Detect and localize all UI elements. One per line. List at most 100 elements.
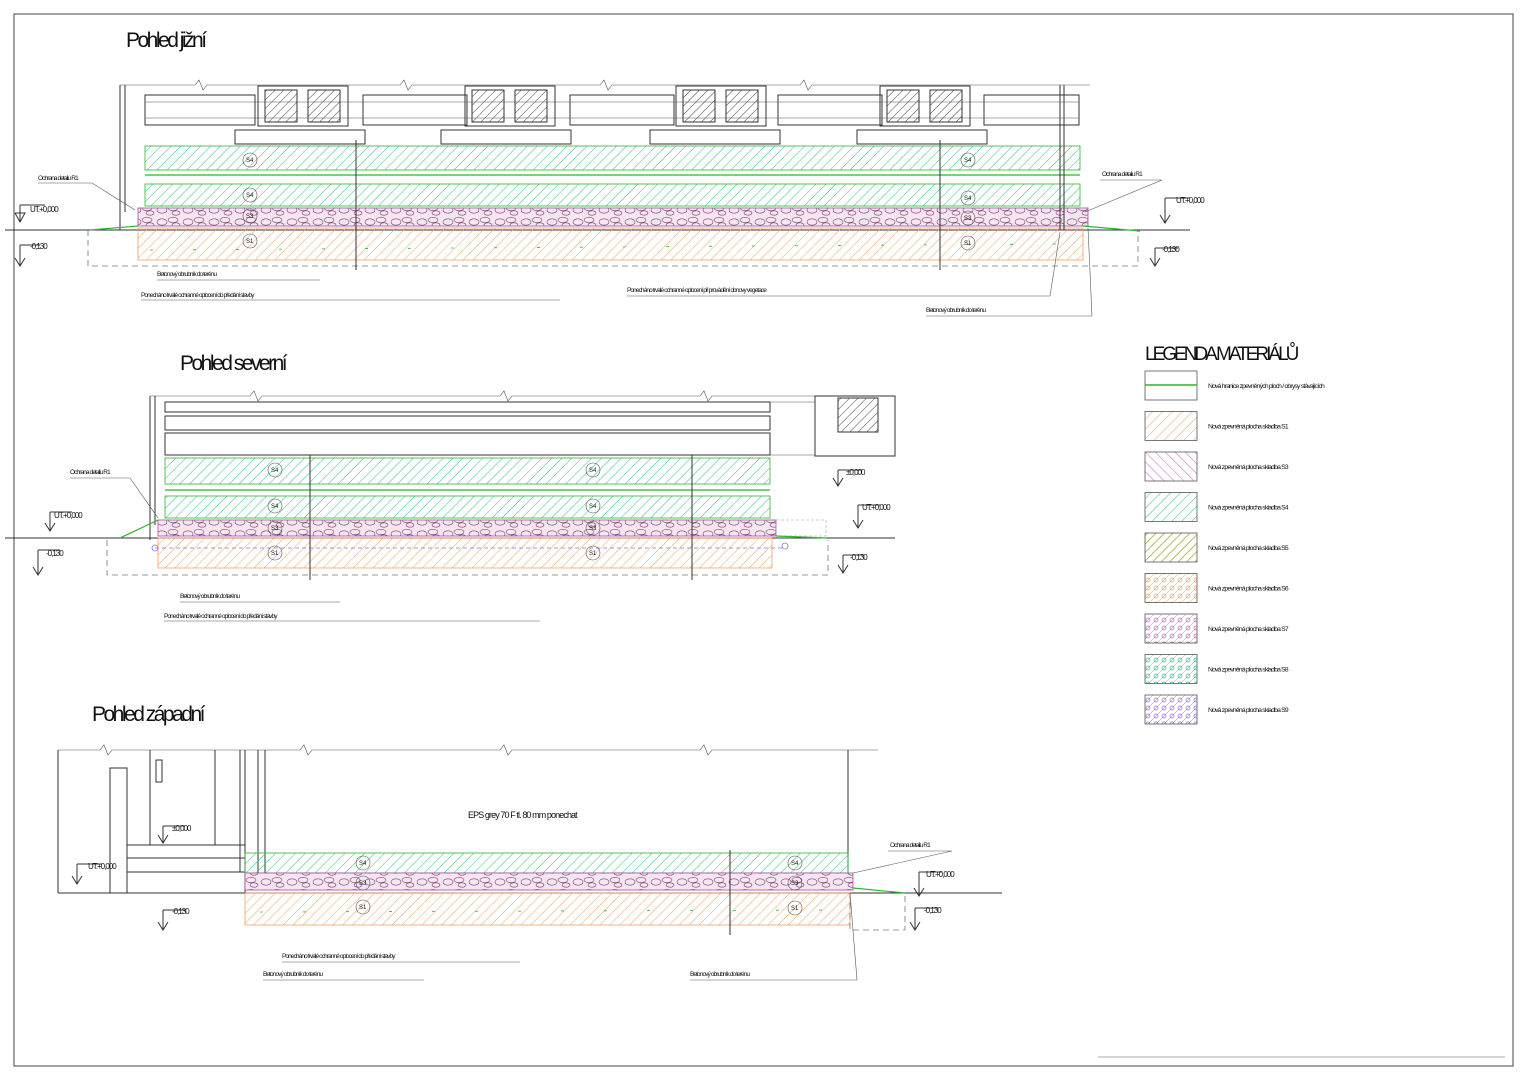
svg-text:S4: S4 [246, 193, 254, 199]
legend-item: Nová zpevněná plocha skladba S3 [1144, 451, 1290, 482]
break-line [120, 79, 1090, 91]
svg-text:-0,130: -0,130 [30, 242, 48, 251]
tag-s4: S4 [960, 190, 976, 206]
svg-text:S3: S3 [964, 216, 972, 222]
legend-item: Nová zpevněná plocha skladba S6 [1144, 573, 1290, 603]
legend-swatch [1144, 654, 1198, 684]
layer-s4 [244, 852, 849, 874]
level-marker: -0,130 [1149, 245, 1181, 267]
svg-text:S1: S1 [964, 241, 972, 247]
svg-text:S4: S4 [359, 861, 367, 867]
svg-text:S1: S1 [589, 551, 597, 557]
level-marker: UT.+0,000 [852, 503, 892, 529]
svg-text:-0,130: -0,130 [172, 907, 190, 916]
legend-item: Nová hranice zpevněných ploch / obrysy s… [1144, 370, 1326, 401]
svg-text:S1: S1 [359, 905, 367, 911]
legend-label: Nová zpevněná plocha skladba S7 [1208, 626, 1289, 633]
view-south-title: Pohled jižní [126, 29, 207, 52]
layer-s3-stones [244, 872, 854, 891]
svg-text:S4: S4 [246, 158, 254, 164]
tag-s4: S4 [787, 855, 803, 871]
sheet-frame [13, 13, 1514, 1067]
layer-s1 [244, 892, 851, 926]
svg-text:Ochrana detailu R1: Ochrana detailu R1 [38, 175, 79, 182]
level-marker: -0,130 [909, 906, 943, 931]
legend-label: Nová zpevněná plocha skladba S4 [1208, 505, 1289, 512]
tag-s3: S3 [960, 210, 976, 226]
level-marker: UT.+0,000 [71, 862, 118, 885]
level-marker: UT.+0,000 [14, 204, 60, 224]
level-marker: -0,130 [14, 242, 49, 267]
svg-text:S3: S3 [589, 526, 597, 532]
svg-text:S4: S4 [271, 504, 279, 510]
legend-item: Nová zpevněná plocha skladba S7 [1144, 613, 1290, 644]
window [675, 85, 767, 127]
break-line [150, 390, 895, 402]
level-marker: -0,130 [157, 907, 191, 931]
layer-s1 [157, 537, 773, 569]
legend-item: Nová zpevněná plocha skladba S8 [1144, 654, 1290, 684]
level-marker: -0,130 [837, 553, 869, 574]
callout-detail: Ochrana detailu R1 [70, 469, 159, 519]
view-south: Pohled jižní [5, 29, 1206, 317]
svg-text:Ponecháno trvalé ochranné oplo: Ponecháno trvalé ochranné oplocení při p… [627, 287, 767, 294]
legend-label: Nová hranice zpevněných ploch / obrysy s… [1208, 383, 1325, 390]
svg-text:S3: S3 [246, 214, 254, 220]
facade-blocks [144, 94, 1080, 145]
callout-concrete-edge: Betonový obrubník do terénu [180, 593, 340, 603]
tag-s4: S4 [242, 152, 258, 168]
svg-text:-0,130: -0,130 [850, 553, 868, 562]
svg-text:UT.+0,000: UT.+0,000 [30, 205, 59, 214]
svg-text:Ochrana detailu R1: Ochrana detailu R1 [70, 469, 111, 476]
legend-swatch [1144, 492, 1198, 522]
svg-text:S1: S1 [246, 239, 254, 245]
legend-swatch [1144, 411, 1198, 441]
entrance [109, 750, 245, 894]
svg-text:±0,000: ±0,000 [846, 468, 866, 477]
svg-text:Ponecháno trvalé ochranné oplo: Ponecháno trvalé ochranné oplocení do př… [164, 613, 278, 620]
svg-text:UT.+0,000: UT.+0,000 [1176, 196, 1205, 205]
tag-s1: S1 [585, 545, 601, 561]
svg-text:UT.+0,000: UT.+0,000 [862, 503, 891, 512]
legend-item: Nová zpevněná plocha skladba S5 [1144, 532, 1290, 563]
tag-s1: S1 [355, 899, 371, 915]
svg-text:S1: S1 [791, 906, 799, 912]
legend-items: Nová hranice zpevněných ploch / obrysy s… [1144, 370, 1326, 725]
svg-text:S4: S4 [964, 196, 972, 202]
svg-text:S3: S3 [791, 881, 799, 887]
excavation-outline [106, 540, 829, 576]
tag-s4: S4 [585, 462, 601, 478]
legend-swatch [1144, 613, 1198, 644]
svg-text:S3: S3 [271, 526, 279, 532]
svg-text:S4: S4 [964, 158, 972, 164]
legend-label: Nová zpevněná plocha skladba S1 [1208, 424, 1289, 431]
tag-s4: S4 [267, 498, 283, 514]
level-marker: UT.+0,000 [1159, 196, 1206, 224]
callout-detail: Ochrana detailu R1 [38, 175, 136, 211]
legend-swatch [1144, 451, 1198, 482]
layer-s1 [137, 227, 1084, 261]
tag-s4: S4 [355, 855, 371, 871]
legend-label: Nová zpevněná plocha skladba S9 [1208, 707, 1289, 714]
callout-detail: Ochrana detailu R1 [1084, 171, 1163, 213]
svg-text:-0,130: -0,130 [924, 906, 942, 915]
tag-s3: S3 [585, 520, 601, 536]
svg-text:-0,130: -0,130 [46, 549, 64, 558]
callout-extra: Ponecháno trvalé ochranné oplocení při p… [627, 231, 1061, 297]
svg-text:Betonový obrubník do terénu: Betonový obrubník do terénu [263, 971, 323, 978]
view-north-title: Pohled severní [180, 352, 288, 375]
eps-note: EPS grey 70 F tl. 80 mm ponechat [468, 810, 578, 820]
svg-text:UT.+0,000: UT.+0,000 [926, 870, 955, 879]
layer-s4 [164, 457, 771, 485]
tag-s3: S3 [267, 520, 283, 536]
svg-text:Ponecháno trvalé ochranné oplo: Ponecháno trvalé ochranné oplocení do př… [141, 292, 255, 299]
excavation-outline [87, 230, 1139, 267]
legend-swatch [1144, 532, 1198, 563]
svg-text:S4: S4 [589, 504, 597, 510]
svg-text:Betonový obrubník do terénu: Betonový obrubník do terénu [926, 307, 986, 314]
legend-swatch [1144, 573, 1198, 603]
legend-title: LEGENDA MATERIÁLŮ [1145, 343, 1299, 365]
tag-s3: S3 [242, 208, 258, 224]
svg-text:S3: S3 [359, 881, 367, 887]
